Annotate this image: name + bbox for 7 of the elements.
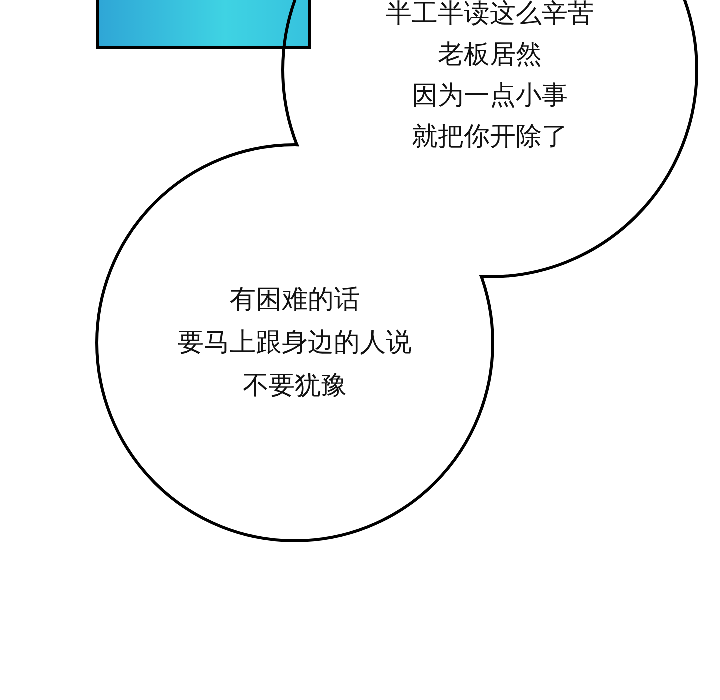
speech-text: 不要犹豫: [243, 371, 347, 401]
speech-text: 就把你开除了: [412, 122, 568, 152]
speech-text: 老板居然: [438, 40, 542, 70]
speech-text: 半工半读这么辛苦: [386, 0, 594, 29]
speech-text: 因为一点小事: [412, 81, 568, 111]
speech-text: 有困难的话: [230, 285, 360, 315]
speech-text: 要马上跟身边的人说: [178, 328, 412, 358]
